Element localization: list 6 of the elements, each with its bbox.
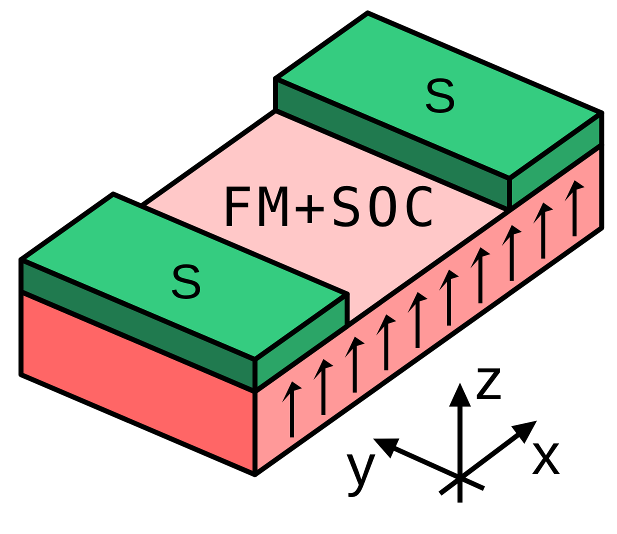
axis-label: y [346, 437, 376, 495]
part-label: FM+SOC [219, 181, 440, 235]
axis-label: z [474, 351, 504, 409]
part-label: S [424, 72, 456, 122]
part-label: S [170, 258, 202, 308]
axis-label: x [532, 426, 560, 484]
